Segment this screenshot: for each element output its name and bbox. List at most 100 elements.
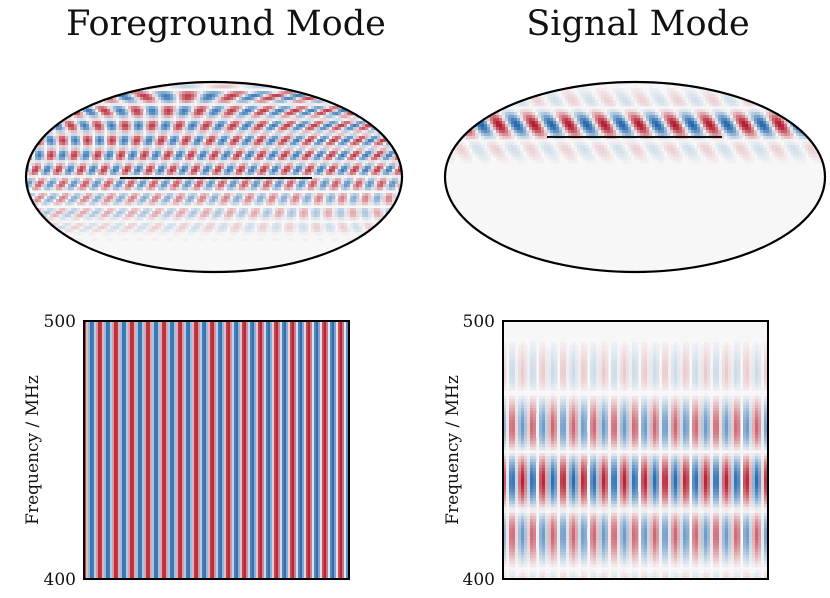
foreground-map-cell: [131, 130, 135, 134]
foreground-map-cell: [224, 112, 228, 116]
foreground-map-cell: [272, 229, 276, 233]
foreground-map-cell: [323, 166, 327, 170]
foreground-map-cell: [392, 157, 396, 161]
foreground-map-cell: [122, 232, 126, 236]
foreground-map-cell: [164, 217, 168, 221]
foreground-map-cell: [233, 193, 237, 197]
foreground-map-cell: [218, 115, 222, 119]
signal-map-cell: [625, 94, 629, 98]
foreground-map-cell: [326, 163, 330, 167]
foreground-map-cell: [86, 229, 90, 233]
foreground-map-cell: [107, 220, 111, 224]
foreground-map-cell: [251, 112, 255, 116]
foreground-map-cell: [224, 178, 228, 182]
foreground-map-cell: [101, 115, 105, 119]
foreground-map-cell: [113, 124, 117, 128]
foreground-map-cell: [362, 139, 366, 143]
foreground-map-cell: [302, 124, 306, 128]
foreground-map-cell: [182, 151, 186, 155]
foreground-map-cell: [98, 187, 102, 191]
foreground-map-cell: [92, 169, 96, 173]
foreground-map-cell: [29, 178, 33, 182]
foreground-map-cell: [65, 187, 69, 191]
foreground-map-cell: [332, 193, 336, 197]
foreground-map-cell: [395, 181, 399, 185]
foreground-map-cell: [332, 151, 336, 155]
foreground-map-cell: [152, 133, 156, 137]
foreground-map-cell: [164, 127, 168, 131]
foreground-map-cell: [155, 100, 159, 104]
foreground-map-cell: [56, 184, 60, 188]
foreground-map-cell: [95, 103, 99, 107]
foreground-map-cell: [230, 211, 234, 215]
foreground-map-cell: [389, 160, 393, 164]
foreground-map-cell: [278, 196, 282, 200]
foreground-map-cell: [227, 124, 231, 128]
foreground-map-cell: [374, 139, 378, 143]
foreground-map-cell: [329, 106, 333, 110]
foreground-map-cell: [317, 232, 321, 236]
foreground-map-cell: [230, 226, 234, 230]
foreground-map-cell: [341, 112, 345, 116]
foreground-map-cell: [266, 187, 270, 191]
foreground-map-cell: [302, 214, 306, 218]
foreground-map-cell: [182, 154, 186, 158]
foreground-map-cell: [56, 124, 60, 128]
foreground-map-cell: [119, 220, 123, 224]
foreground-map-cell: [92, 115, 96, 119]
foreground-map-cell: [308, 196, 312, 200]
foreground-map-cell: [227, 145, 231, 149]
foreground-map-cell: [158, 148, 162, 152]
foreground-map-cell: [32, 199, 36, 203]
foreground-map-cell: [251, 139, 255, 143]
foreground-map-cell: [377, 178, 381, 182]
foreground-map-cell: [308, 103, 312, 107]
foreground-map-cell: [224, 160, 228, 164]
foreground-map-cell: [38, 145, 42, 149]
foreground-map-cell: [122, 121, 126, 125]
foreground-map-cell: [170, 238, 174, 242]
foreground-map-cell: [314, 181, 318, 185]
foreground-map-cell: [236, 94, 240, 98]
foreground-map-cell: [368, 151, 372, 155]
foreground-map-cell: [245, 187, 249, 191]
foreground-map-cell: [257, 151, 261, 155]
foreground-map-cell: [26, 172, 30, 176]
foreground-map-cell: [212, 130, 216, 134]
foreground-map-cell: [197, 163, 201, 167]
foreground-map-cell: [215, 142, 219, 146]
foreground-map-cell: [203, 127, 207, 131]
foreground-map-cell: [92, 202, 96, 206]
foreground-map-cell: [146, 211, 150, 215]
foreground-map-cell: [338, 220, 342, 224]
foreground-map-cell: [377, 139, 381, 143]
foreground-map-cell: [26, 199, 30, 203]
foreground-map-cell: [356, 118, 360, 122]
foreground-map-cell: [116, 166, 120, 170]
foreground-map-cell: [155, 202, 159, 206]
foreground-map-cell: [383, 172, 387, 176]
foreground-map-cell: [197, 142, 201, 146]
foreground-map-cell: [134, 169, 138, 173]
foreground-map-cell: [269, 169, 273, 173]
foreground-map-cell: [158, 187, 162, 191]
foreground-map-cell: [74, 151, 78, 155]
foreground-map-cell: [149, 178, 153, 182]
signal-map-cell: [601, 91, 605, 95]
foreground-map-cell: [362, 202, 366, 206]
foreground-map-cell: [314, 157, 318, 161]
foreground-map-cell: [158, 193, 162, 197]
foreground-map-cell: [296, 148, 300, 152]
foreground-map-cell: [113, 103, 117, 107]
foreground-map-cell: [206, 226, 210, 230]
foreground-map-cell: [176, 202, 180, 206]
foreground-map-cell: [203, 199, 207, 203]
foreground-map-cell: [137, 130, 141, 134]
foreground-map-cell: [281, 172, 285, 176]
foreground-map-cell: [314, 115, 318, 119]
foreground-map-cell: [146, 229, 150, 233]
foreground-map-cell: [182, 127, 186, 131]
foreground-map-cell: [317, 100, 321, 104]
foreground-map-cell: [263, 85, 267, 89]
foreground-map-cell: [161, 133, 165, 137]
